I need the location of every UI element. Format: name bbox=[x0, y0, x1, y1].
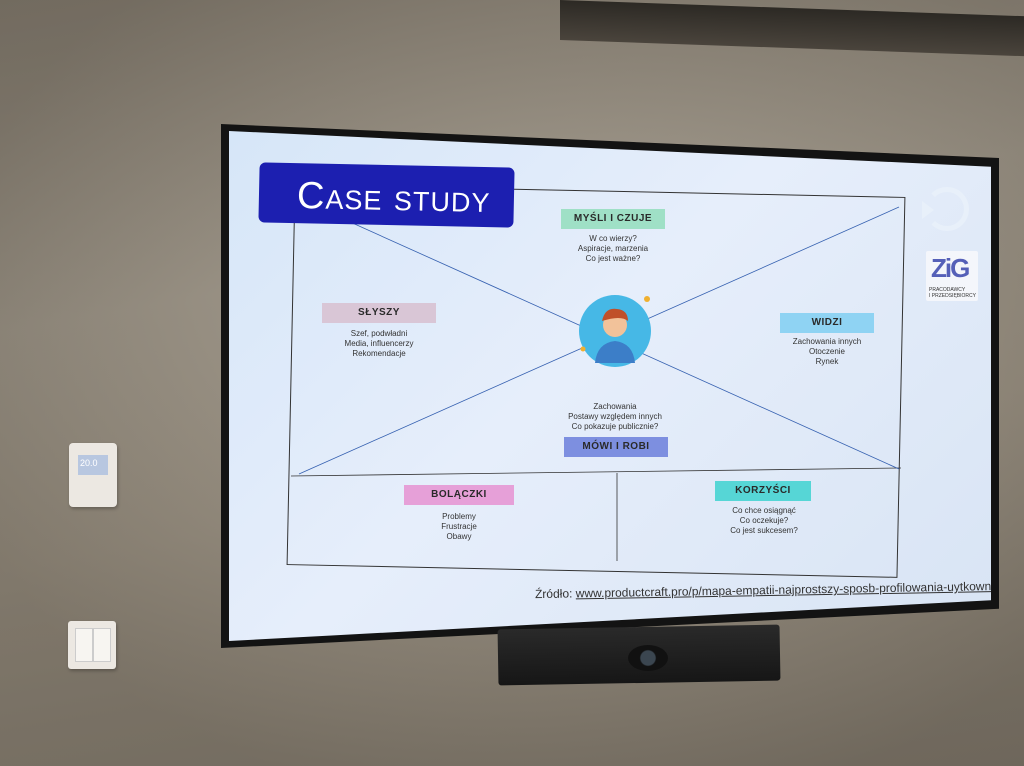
persona-hair bbox=[602, 308, 628, 321]
source-prefix: Źródło: bbox=[534, 586, 573, 602]
zig-logo bbox=[926, 251, 978, 301]
pains-lines: Problemy Frustracje Obawy bbox=[441, 512, 477, 541]
persona-dot-2 bbox=[580, 346, 586, 352]
thermostat-value: 20.0 bbox=[80, 458, 98, 468]
hears-lines: Szef, podwładni Media, influencerzy Reko… bbox=[344, 329, 414, 358]
sees-lines: Zachowania innych Otoczenie Rynek bbox=[792, 337, 862, 366]
play-triangle-icon bbox=[922, 201, 934, 219]
says-does-lines: Zachowania Postawy względem innych Co po… bbox=[568, 402, 662, 431]
webcam-lens bbox=[628, 645, 668, 671]
empathy-map-lines bbox=[286, 184, 906, 578]
light-switch-right[interactable] bbox=[93, 628, 111, 662]
tag-says-does: MÓWI I ROBI bbox=[564, 437, 668, 457]
zig-logo-text: ZiG bbox=[931, 253, 970, 283]
slide-title: Case study bbox=[296, 174, 491, 222]
map-frame bbox=[286, 184, 906, 578]
thermostat-display bbox=[78, 455, 108, 475]
tv-screen: Case study MYŚLI I CZUJE W co wierzy? As… bbox=[229, 131, 991, 641]
persona-body bbox=[595, 341, 635, 363]
persona-dot-1 bbox=[644, 296, 650, 302]
tag-pains: BOLĄCZKI bbox=[404, 485, 514, 505]
slide: Case study MYŚLI I CZUJE W co wierzy? As… bbox=[229, 131, 991, 641]
tag-gains: KORZYŚCI bbox=[715, 481, 811, 501]
tag-sees: WIDZI bbox=[780, 313, 874, 333]
tag-hears: SŁYSZY bbox=[322, 303, 436, 323]
replay-logo-icon bbox=[925, 187, 969, 231]
thinks-feels-lines: W co wierzy? Aspiracje, marzenia Co jest… bbox=[577, 234, 649, 263]
zig-logo-subtitle: PRACODAWCY I PRZEDSIĘBIORCY bbox=[929, 287, 976, 299]
light-switch-left[interactable] bbox=[75, 628, 93, 662]
gains-lines: Co chce osiągnąć Co oczekuje? Co jest su… bbox=[730, 506, 798, 535]
tag-thinks-feels: MYŚLI I CZUJE bbox=[561, 209, 665, 229]
map-divider-horizontal bbox=[290, 467, 902, 477]
thermostat[interactable] bbox=[69, 443, 117, 507]
